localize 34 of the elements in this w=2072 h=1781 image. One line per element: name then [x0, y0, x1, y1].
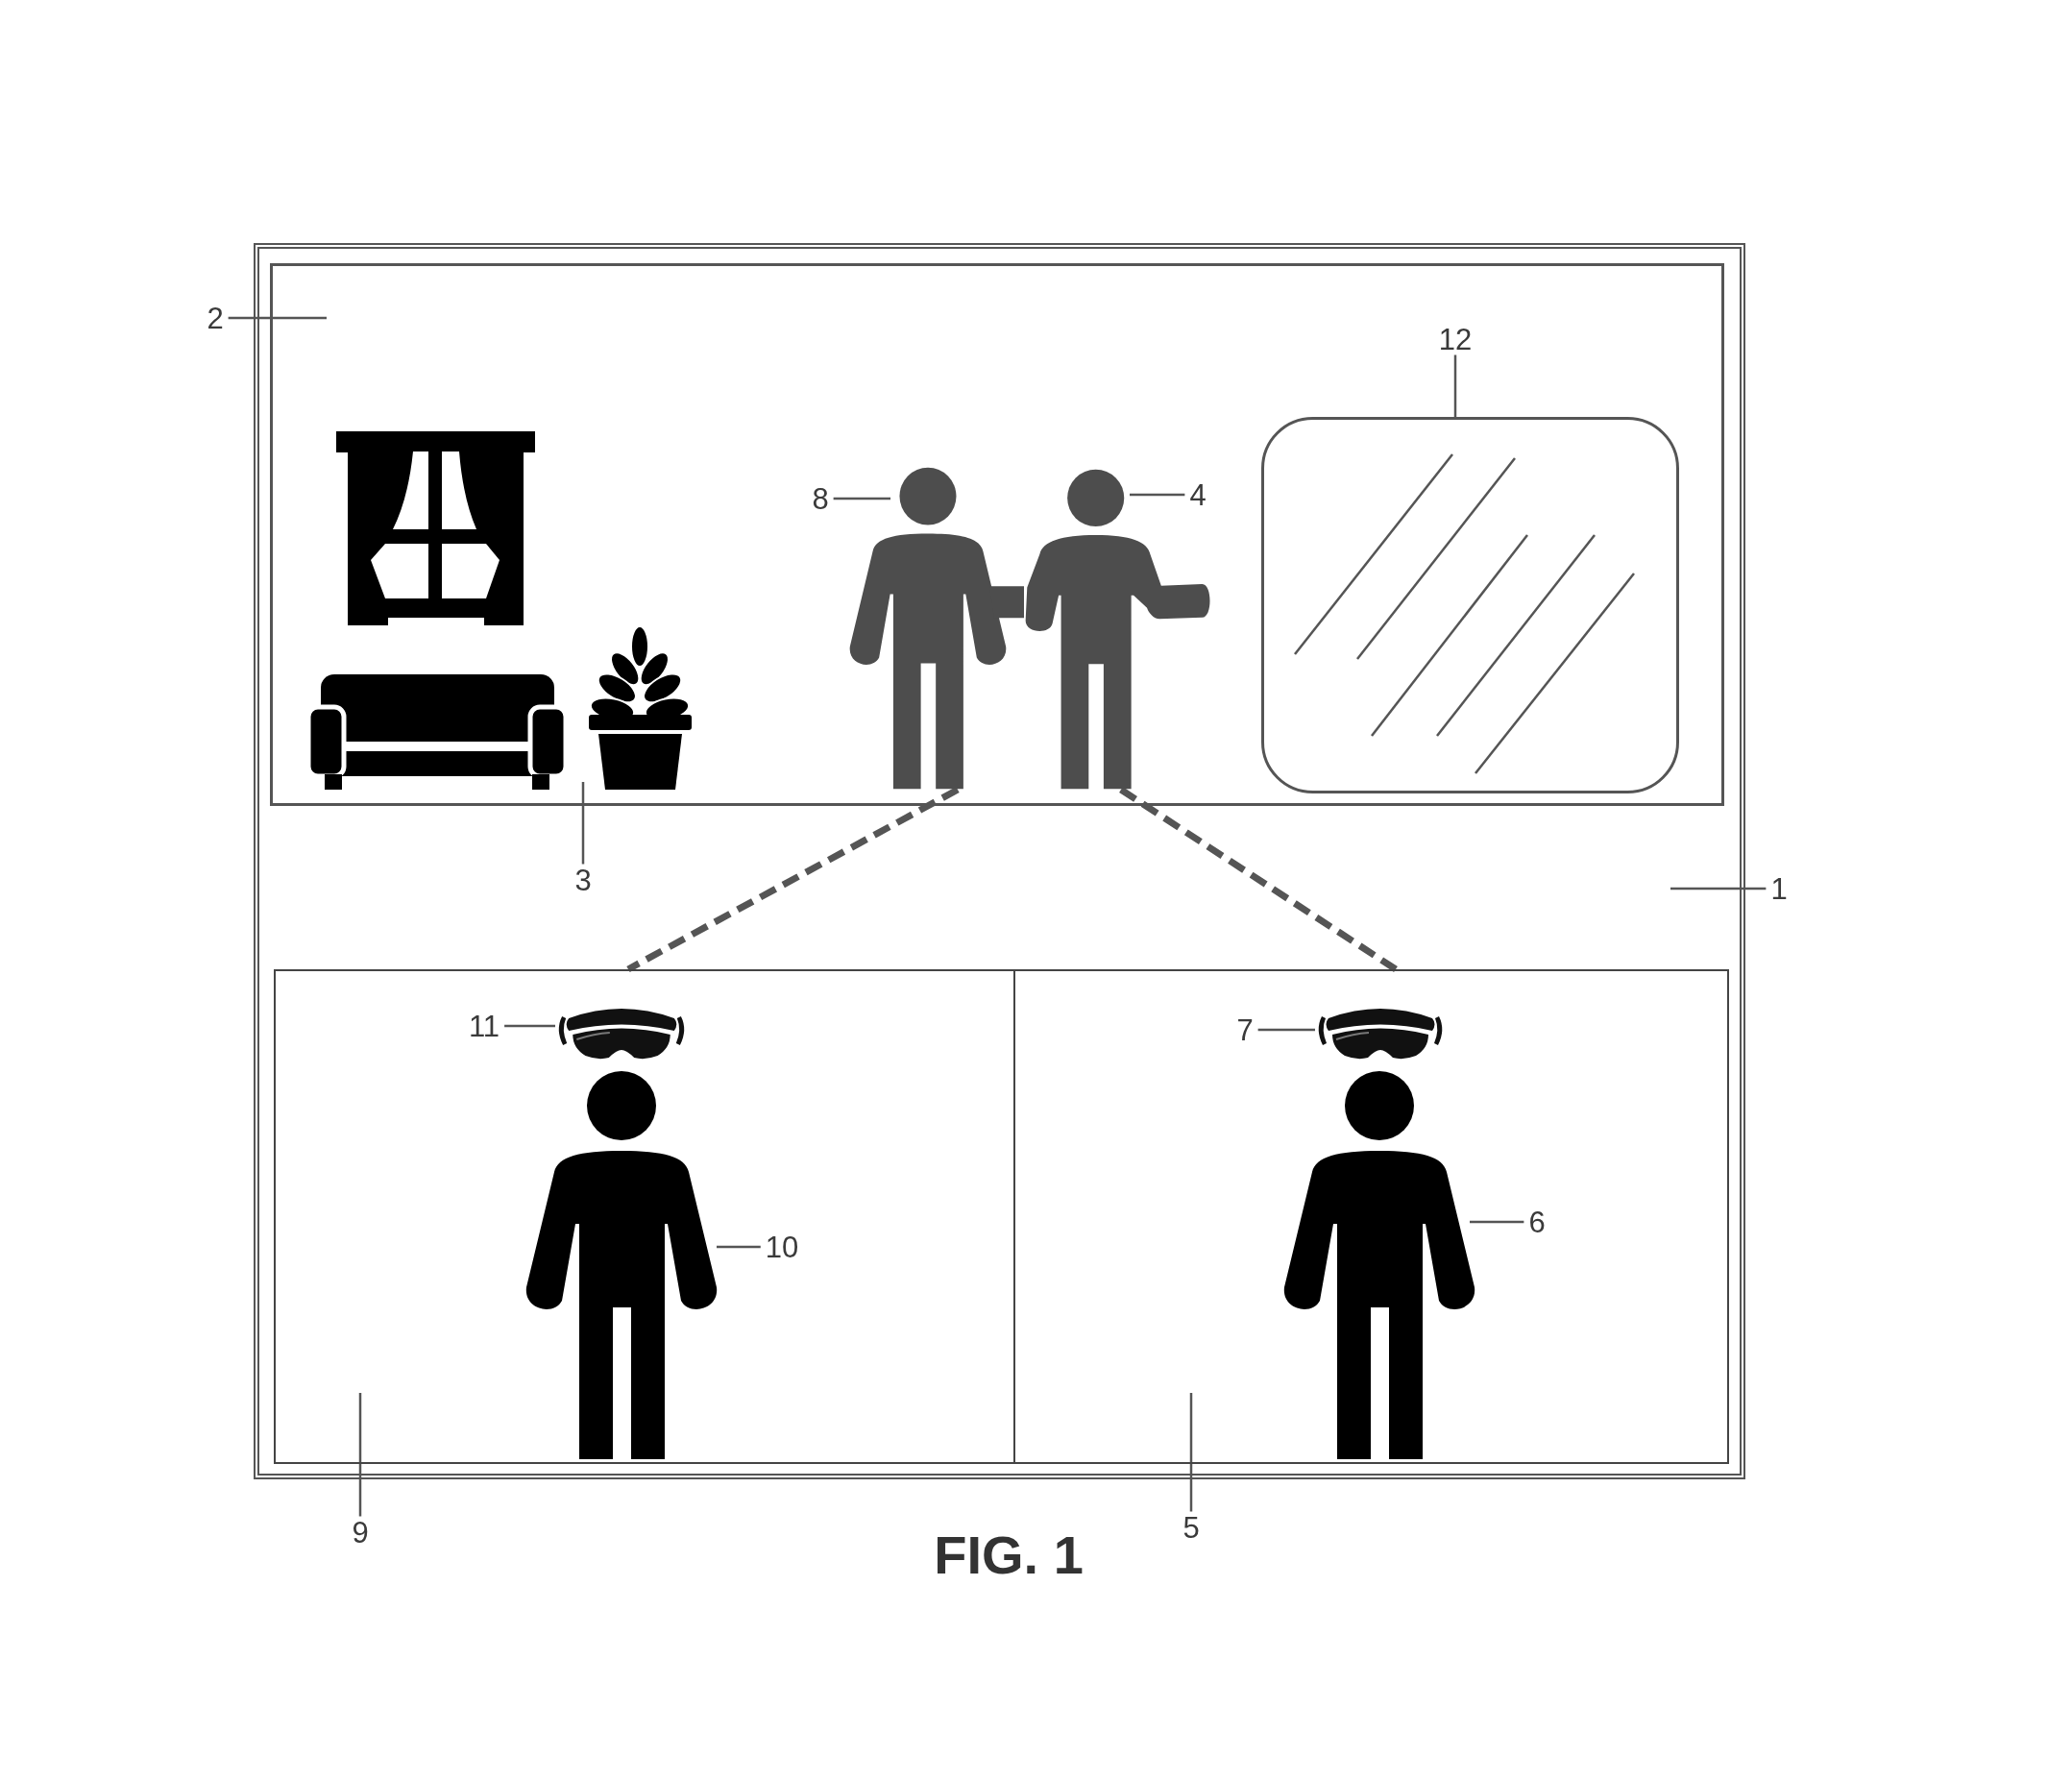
person-silhouette — [525, 1070, 718, 1460]
callout-number: 2 — [207, 303, 224, 333]
leader-line — [1130, 493, 1185, 497]
callout-number: 9 — [352, 1517, 369, 1548]
callout-number: 8 — [812, 483, 829, 514]
callout-number: 6 — [1528, 1207, 1546, 1237]
dashed-connector — [1119, 787, 1398, 972]
space-panel — [274, 969, 1015, 1464]
person-silhouette — [849, 467, 1024, 790]
leader-line — [1257, 1028, 1315, 1032]
callout-number: 12 — [1438, 324, 1473, 354]
callout-number: 1 — [1770, 873, 1788, 904]
leader-line — [1470, 1220, 1524, 1224]
display-screen — [1261, 417, 1679, 793]
leader-line — [717, 1245, 761, 1249]
callout-number: 10 — [765, 1232, 799, 1262]
outer-frame — [254, 243, 1745, 1479]
leader-line — [581, 782, 585, 865]
leader-line — [1189, 1393, 1193, 1512]
leader-line — [1453, 354, 1457, 418]
figure-caption: FIG. 1 — [934, 1528, 1084, 1582]
person-silhouette — [1283, 1070, 1475, 1460]
room-frame — [270, 263, 1724, 806]
leader-line — [833, 497, 890, 500]
leader-line — [504, 1024, 555, 1028]
leader-line — [228, 316, 327, 320]
callout-number: 7 — [1236, 1014, 1254, 1045]
space-panel — [1015, 969, 1729, 1464]
callout-number: 3 — [574, 865, 592, 895]
leader-line — [358, 1393, 362, 1517]
callout-number: 5 — [1182, 1512, 1200, 1543]
callout-number: 4 — [1189, 479, 1207, 510]
callout-number: 11 — [468, 1011, 500, 1041]
leader-line — [1670, 887, 1767, 890]
